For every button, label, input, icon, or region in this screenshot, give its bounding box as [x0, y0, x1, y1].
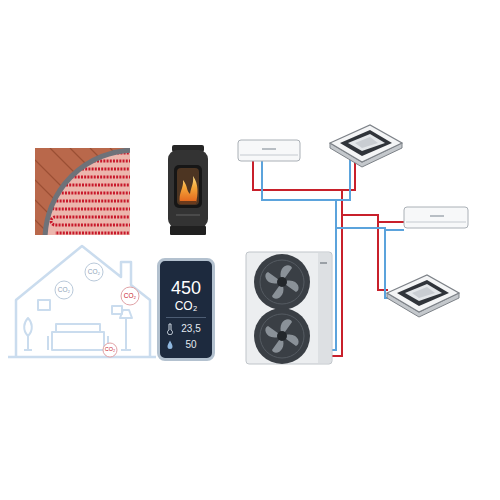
co2-marker-label: CO₂	[58, 287, 70, 294]
co2-marker-label: CO₂	[105, 347, 115, 353]
humidity-icon	[167, 340, 173, 350]
co2-marker-label: CO₂	[124, 293, 136, 300]
humidity-reading: 50	[160, 340, 212, 350]
outdoor-unit	[246, 252, 332, 364]
thermometer-icon	[167, 323, 173, 335]
co2-markers	[55, 263, 139, 357]
wall-ac-unit	[238, 140, 300, 161]
screen-divider	[166, 317, 206, 318]
co2-reading: 450	[160, 279, 212, 297]
wood-stove	[168, 145, 208, 235]
wall-ac-unit	[404, 207, 468, 228]
thermostat-display: 450CO₂ 23,5 50	[157, 258, 215, 361]
room-furniture	[24, 300, 132, 350]
floor-heating-panel	[35, 148, 225, 330]
co2-unit: CO₂	[160, 300, 212, 312]
house-outline	[8, 246, 156, 357]
co2-marker-label: CO₂	[88, 269, 100, 276]
temperature-reading: 23,5	[160, 324, 212, 334]
cassette-unit	[330, 125, 402, 167]
cassette-unit	[387, 275, 459, 317]
